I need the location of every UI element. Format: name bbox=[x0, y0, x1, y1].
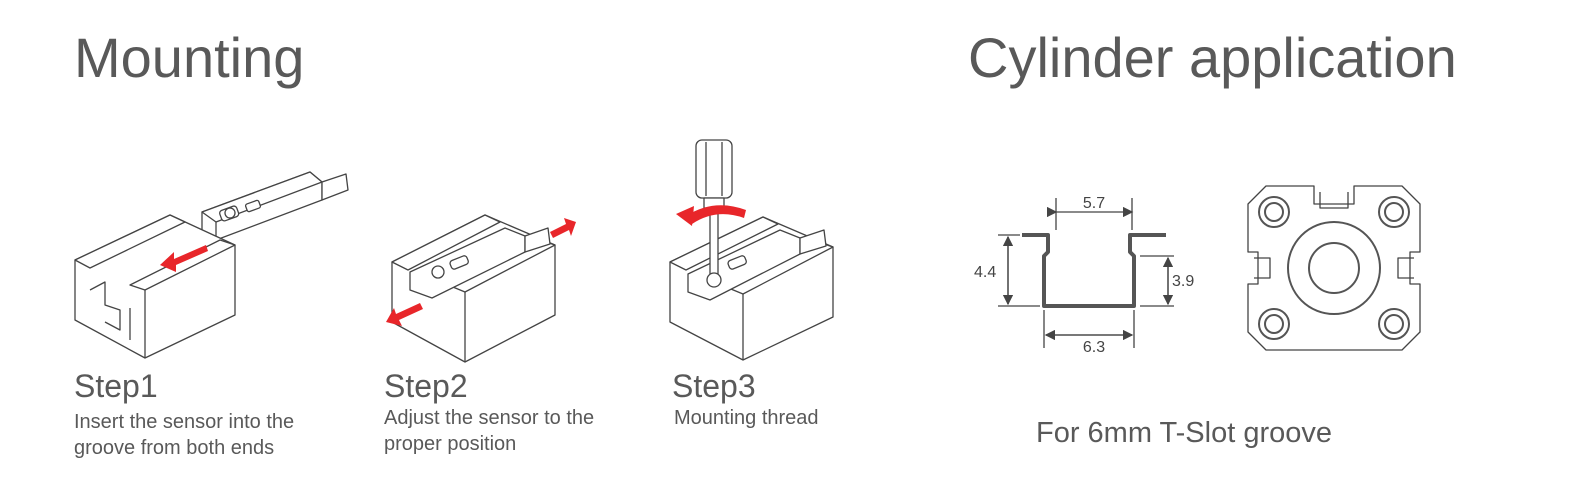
dimension-bottom-width: 6.3 bbox=[1083, 339, 1105, 356]
insert-sensor-illustration bbox=[74, 171, 349, 359]
adjust-sensor-illustration bbox=[386, 214, 576, 363]
t-slot-groove-profile: 5.7 4.4 3.9 6.3 bbox=[974, 195, 1194, 356]
move-right-arrow-icon bbox=[550, 218, 576, 238]
groove-profile-line bbox=[1022, 233, 1166, 308]
mounting-heading: Mounting bbox=[74, 26, 305, 89]
step3-title: Step3 bbox=[672, 368, 756, 404]
step2-title: Step2 bbox=[384, 368, 468, 404]
step3-description: Mounting thread bbox=[674, 407, 819, 429]
screwdriver-illustration bbox=[669, 139, 834, 361]
dimension-height: 4.4 bbox=[974, 264, 996, 281]
sensor-body bbox=[409, 227, 551, 299]
step1-description: Insert the sensor into the groove from b… bbox=[74, 411, 295, 459]
rotate-arrow-icon bbox=[686, 205, 746, 224]
t-slot-caption: For 6mm T-Slot groove bbox=[1036, 417, 1333, 449]
move-left-arrow-icon bbox=[386, 303, 423, 326]
sensor-body bbox=[201, 171, 349, 241]
cylinder-cross-section bbox=[1247, 185, 1421, 351]
insert-arrow-icon bbox=[160, 245, 208, 272]
step1-title: Step1 bbox=[74, 368, 158, 404]
dimension-top-width: 5.7 bbox=[1083, 195, 1105, 212]
screwdriver-icon bbox=[695, 139, 733, 288]
cylinder-application-heading: Cylinder application bbox=[968, 26, 1457, 89]
groove-block bbox=[74, 214, 236, 359]
step2-description: Adjust the sensor to the proper position bbox=[384, 407, 595, 455]
dimension-inner-depth: 3.9 bbox=[1172, 273, 1194, 290]
